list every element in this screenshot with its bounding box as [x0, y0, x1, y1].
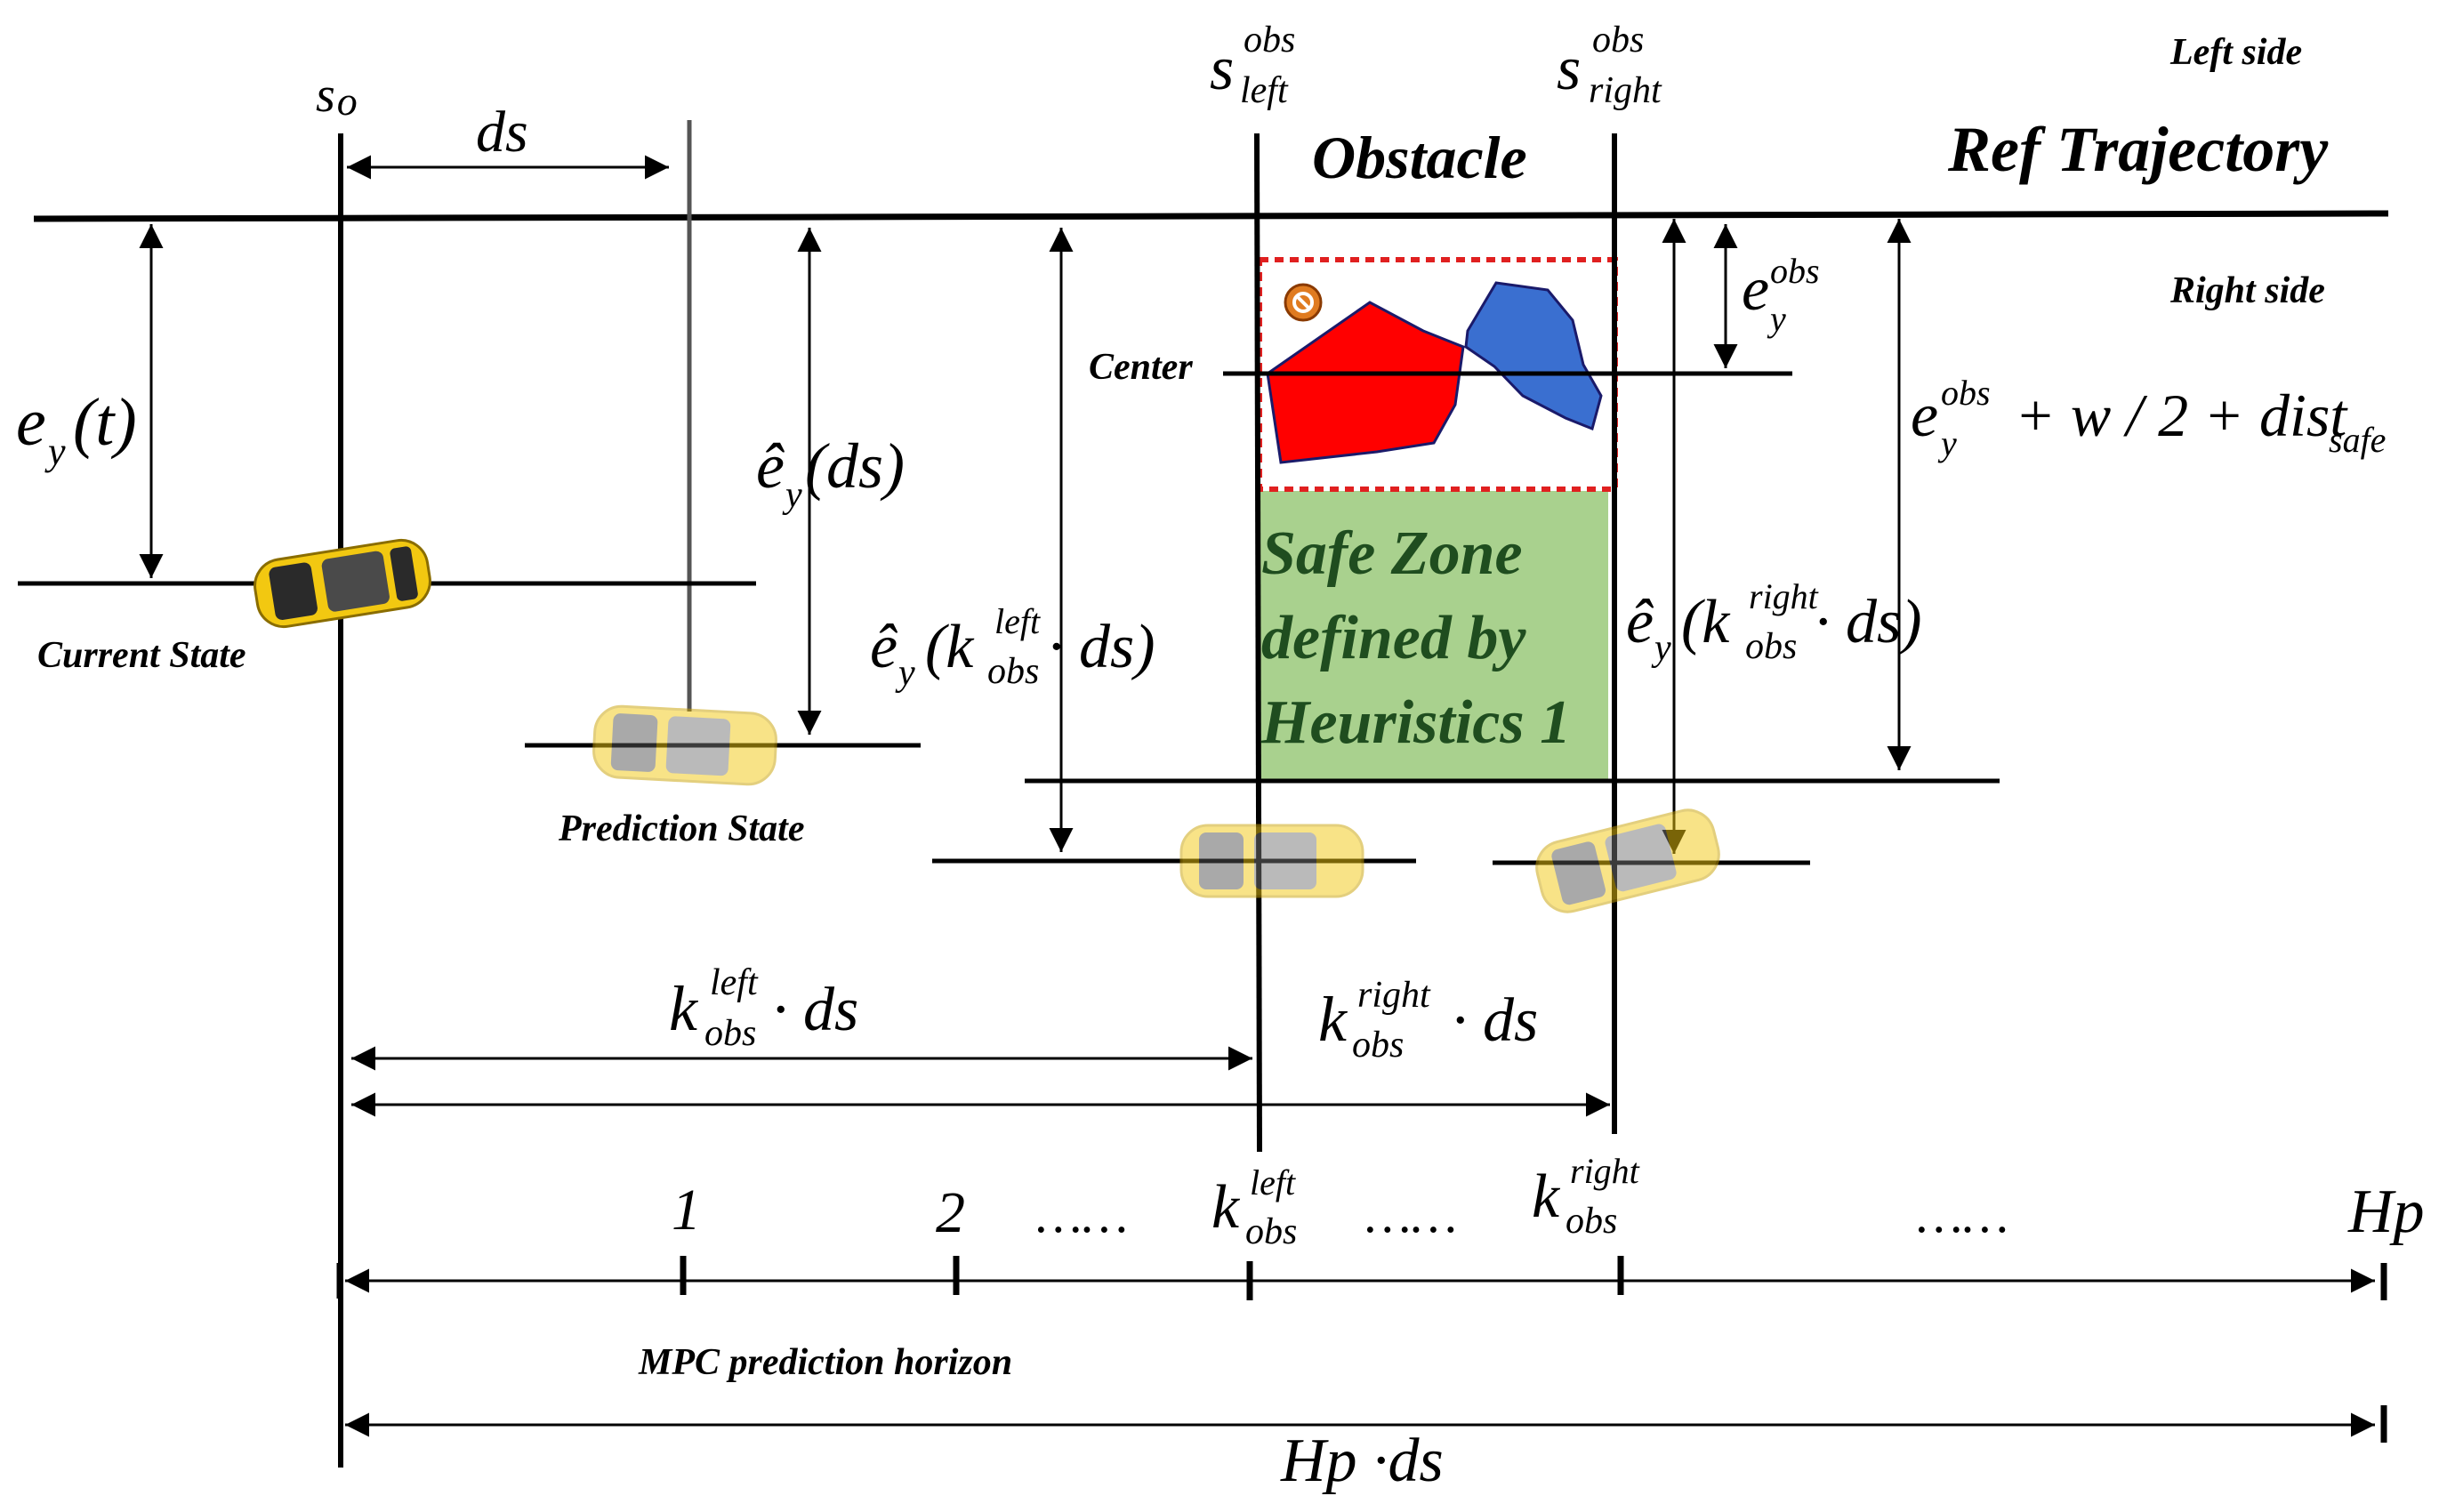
svg-text:· ds): · ds): [1048, 613, 1155, 681]
k-left-ds-label: k left obs · ds: [669, 962, 858, 1054]
svg-text:e: e: [16, 385, 46, 460]
svg-text:k: k: [1211, 1173, 1241, 1242]
svg-text:y: y: [44, 430, 66, 473]
dots-3: ……: [1917, 1186, 2008, 1243]
svg-text:· ds: · ds: [772, 976, 858, 1044]
svg-text:y: y: [782, 475, 802, 516]
safe-zone: [1259, 491, 1608, 780]
center-label: Center: [1089, 347, 1193, 388]
safe-zone-label: Safe Zone defined by Heuristics 1: [1260, 519, 1571, 757]
ds-label: ds: [476, 100, 528, 165]
ehat-right-label: ê y (k right obs · ds): [1626, 576, 1922, 669]
svg-text:y: y: [1937, 423, 1957, 463]
prediction-state-label: Prediction State: [558, 808, 805, 849]
s-left-vertical-line: [1254, 133, 1262, 1153]
svg-text:left: left: [710, 962, 759, 1003]
svg-text:obs: obs: [987, 651, 1039, 692]
svg-text:· ds): · ds): [1815, 588, 1922, 656]
tick-1-label: 1: [672, 1178, 701, 1243]
svg-text:obs: obs: [704, 1013, 756, 1054]
s-left-label: s obs left: [1210, 20, 1295, 111]
svg-text:k: k: [1532, 1162, 1561, 1231]
svg-text:ê: ê: [1626, 588, 1654, 656]
svg-text:obs: obs: [1352, 1025, 1404, 1066]
k-left-car-icon: [1179, 824, 1364, 898]
k-right-car-icon: [1535, 808, 1720, 913]
svg-text:obs: obs: [1245, 1211, 1297, 1252]
svg-text:s: s: [1210, 35, 1234, 103]
current-car-icon: [254, 538, 431, 629]
svg-text:Heuristics 1: Heuristics 1: [1260, 688, 1571, 757]
obstacle-blue-shape: [1464, 281, 1603, 431]
svg-text:right: right: [1357, 975, 1431, 1016]
horizon-ticks: [336, 1256, 2387, 1443]
left-side-label: Left side: [2169, 32, 2302, 73]
svg-text:e: e: [1742, 255, 1769, 324]
svg-text:defined by: defined by: [1261, 604, 1526, 672]
svg-text:k: k: [669, 973, 699, 1044]
tick-k-left-label: k left obs: [1211, 1162, 1297, 1252]
tick-k-right-label: k right obs: [1532, 1151, 1640, 1242]
hp-ds-label: Hp ·ds: [1280, 1427, 1444, 1495]
svg-text:obs: obs: [1592, 20, 1644, 60]
svg-text:+ w / 2 + dist: + w / 2 + dist: [2015, 382, 2348, 449]
svg-text:(k: (k: [1681, 588, 1731, 656]
svg-text:s: s: [1557, 35, 1581, 103]
svg-text:right: right: [1570, 1151, 1640, 1191]
ref-trajectory-label: Ref Trajectory: [1947, 114, 2329, 185]
right-side-label: Right side: [2169, 270, 2325, 311]
k-right-ds-label: k right obs · ds: [1318, 975, 1538, 1066]
dots-1: ……: [1036, 1186, 1128, 1243]
current-state-label: Current State: [37, 635, 246, 676]
svg-text:e: e: [1911, 382, 1938, 450]
s0-label: so: [316, 68, 358, 124]
tick-hp-label: Hp: [2347, 1178, 2425, 1246]
svg-text:(k: (k: [925, 613, 975, 681]
ref-trajectory-line: [33, 210, 2389, 222]
svg-text:(t): (t): [73, 385, 137, 460]
svg-text:Safe Zone: Safe Zone: [1261, 519, 1523, 588]
ehat-left-label: ê y (k left obs · ds): [870, 601, 1155, 694]
svg-text:left: left: [1240, 70, 1289, 111]
s-right-label: s obs right: [1557, 20, 1662, 111]
no-entry-icon: [1284, 283, 1323, 322]
mpc-horizon-label: MPC prediction horizon: [638, 1342, 1012, 1383]
svg-text:left: left: [994, 601, 1041, 641]
tick-2-label: 2: [936, 1180, 965, 1245]
svg-text:k: k: [1318, 984, 1348, 1055]
ey-t-label: e y (t): [16, 385, 137, 473]
ey-obs-label: e obs y: [1742, 251, 1820, 339]
svg-text:ê: ê: [870, 613, 898, 681]
svg-text:(ds): (ds): [805, 430, 905, 502]
svg-text:y: y: [895, 653, 915, 694]
obstacle-label: Obstacle: [1312, 124, 1527, 191]
ehat-ds-label: ê y (ds): [756, 430, 905, 516]
dots-2: ……: [1365, 1186, 1457, 1243]
svg-text:obs: obs: [1941, 373, 1991, 413]
obstacle-red-shape: [1266, 301, 1465, 464]
svg-text:y: y: [1651, 628, 1671, 669]
svg-text:obs: obs: [1244, 20, 1295, 60]
prediction-car-icon: [592, 704, 777, 786]
svg-text:· ds: · ds: [1452, 986, 1538, 1055]
svg-text:left: left: [1250, 1162, 1296, 1202]
svg-text:obs: obs: [1566, 1201, 1617, 1242]
svg-text:safe: safe: [2329, 420, 2386, 460]
svg-text:right: right: [1749, 576, 1819, 616]
svg-text:obs: obs: [1745, 626, 1797, 667]
svg-text:obs: obs: [1770, 251, 1820, 291]
svg-text:y: y: [1767, 299, 1786, 339]
svg-text:right: right: [1589, 70, 1662, 111]
ey-obs-sum-label: e obs y + w / 2 + dist safe: [1911, 373, 2386, 463]
svg-text:ê: ê: [756, 430, 785, 502]
